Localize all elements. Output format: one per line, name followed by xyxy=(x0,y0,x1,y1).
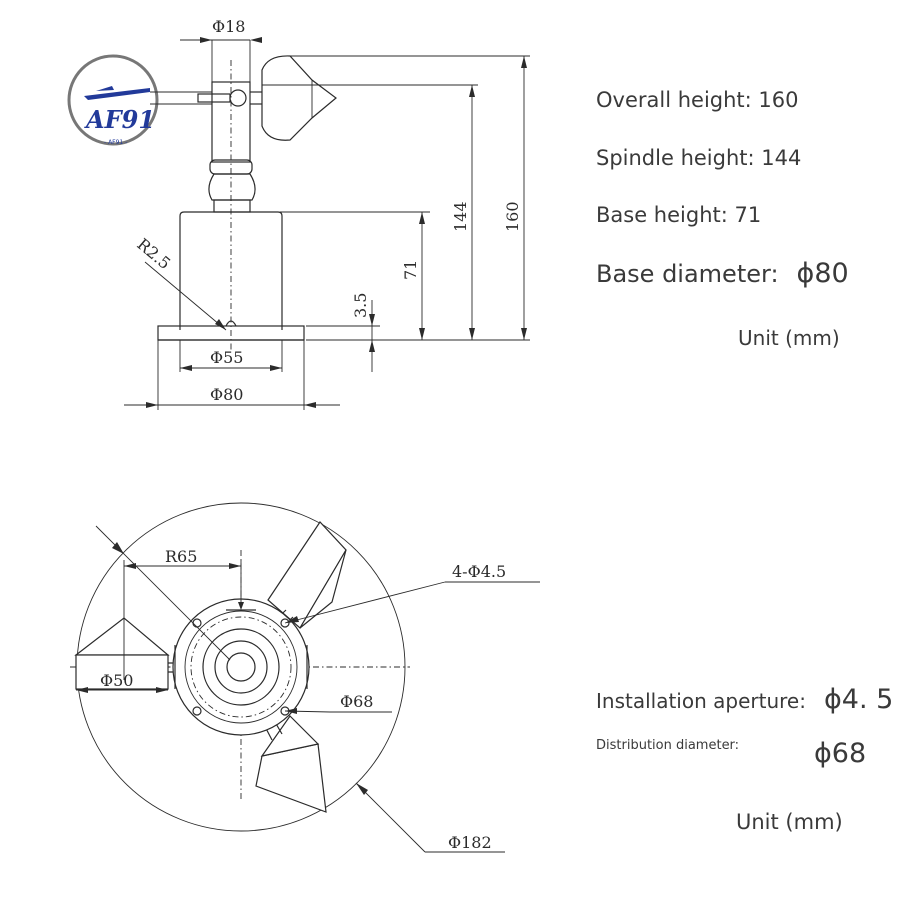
spec-distribution-value: ϕ68 xyxy=(814,738,867,769)
dim-base-diameter: Φ80 xyxy=(210,385,243,404)
spec-spindle-height: Spindle height: 144 xyxy=(596,146,802,170)
spec-installation-aperture: Installation aperture: ϕ4. 5 xyxy=(596,684,893,715)
dim-radius: R2.5 xyxy=(133,235,174,274)
dim-spindle-height: 144 xyxy=(451,201,470,232)
spec-overall-height: Overall height: 160 xyxy=(596,88,799,112)
spec-base-height: Base height: 71 xyxy=(596,203,762,227)
top-view: R65 4-Φ4.5 Φ50 Φ68 Φ182 xyxy=(70,502,540,853)
dim-inner-diameter: Φ55 xyxy=(210,348,243,367)
dim-spindle-diameter: Φ18 xyxy=(212,17,245,36)
dim-hole-circle: Φ68 xyxy=(340,692,373,711)
dim-base-height: 71 xyxy=(401,260,420,280)
logo-subtext: - AF91 - xyxy=(104,139,127,146)
spec-base-diameter-label: Base diameter: xyxy=(596,260,779,288)
dim-sweep-diameter: Φ182 xyxy=(448,833,492,852)
logo-text: AF91 xyxy=(84,105,155,134)
dim-plate-thickness: 3.5 xyxy=(351,293,370,318)
spec-unit-bottom: Unit (mm) xyxy=(736,810,843,834)
side-view: Φ18 160 144 71 3.5 R2.5 Φ55 Φ80 xyxy=(124,17,530,410)
spec-base-diameter: Base diameter: ϕ80 xyxy=(596,258,849,289)
spec-aperture-label: Installation aperture: xyxy=(596,689,806,713)
spec-distribution-label: Distribution diameter: xyxy=(596,738,740,753)
spec-unit-top: Unit (mm) xyxy=(738,326,840,350)
dim-cup-diameter: Φ50 xyxy=(100,671,133,690)
spec-distribution-diameter: Distribution diameter: xyxy=(596,738,739,753)
brand-logo: AF91 - AF91 - xyxy=(67,54,159,146)
dim-holes: 4-Φ4.5 xyxy=(452,562,506,581)
dim-cup-radius: R65 xyxy=(165,547,197,566)
dim-overall-height: 160 xyxy=(503,201,522,232)
spec-aperture-value: ϕ4. 5 xyxy=(823,684,894,715)
spec-base-diameter-value: ϕ80 xyxy=(796,258,849,289)
